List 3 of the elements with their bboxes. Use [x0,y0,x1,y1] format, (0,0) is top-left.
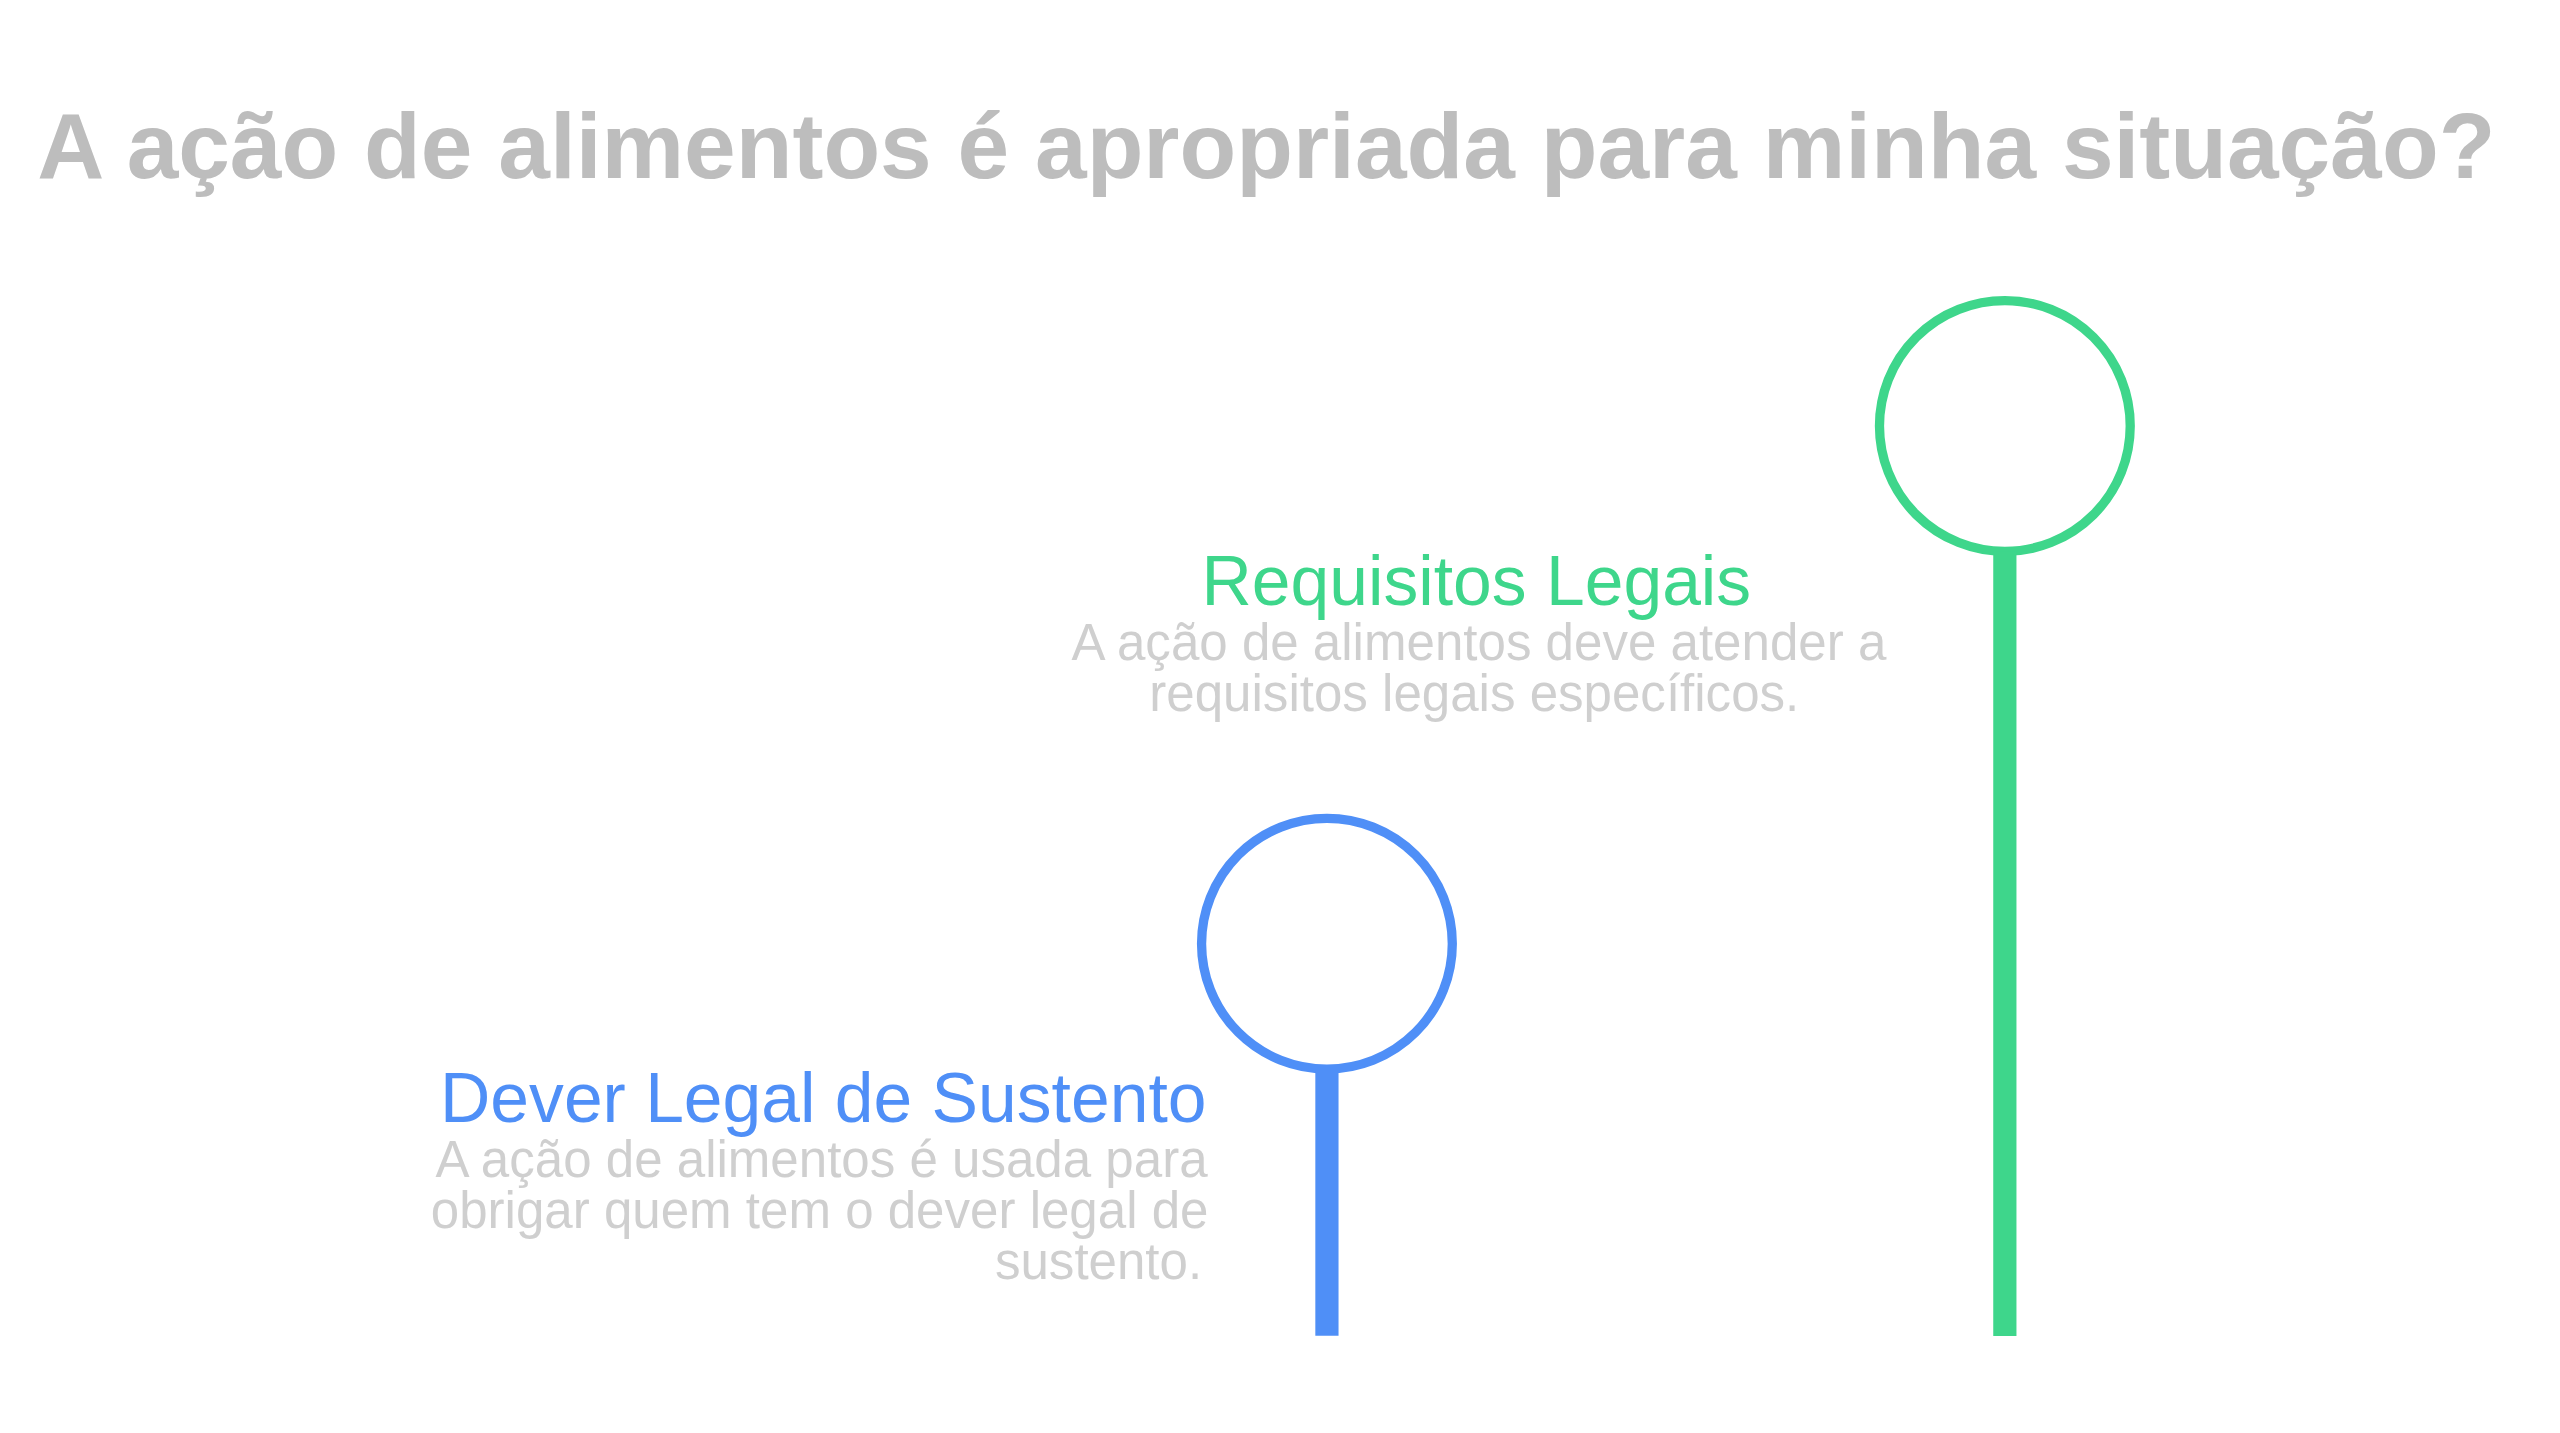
node-circle [1196,813,1457,1074]
diagram-title: A ação de alimentos é apropriada para minha situação? [36,93,2495,198]
node-circle [1874,295,2135,556]
